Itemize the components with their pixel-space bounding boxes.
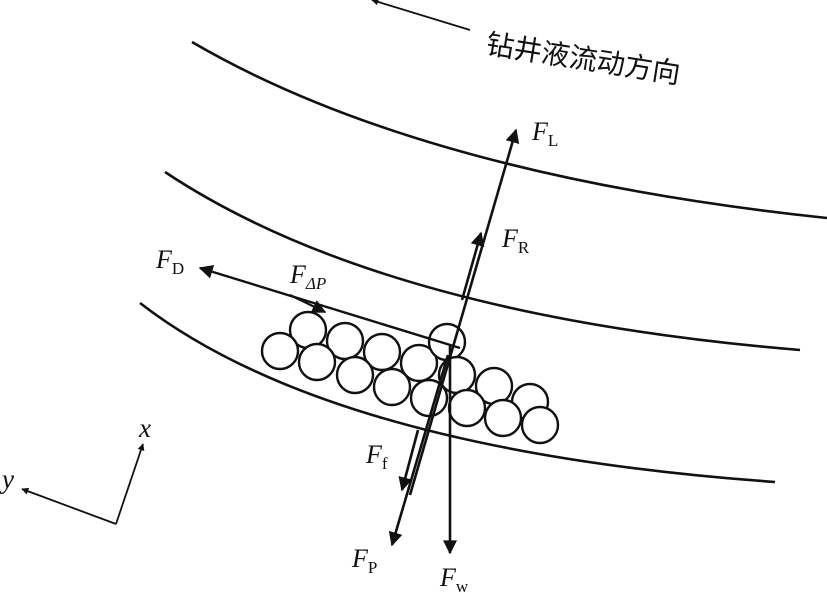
flow-direction-label: 钻井液流动方向	[484, 27, 683, 90]
cutting-particle	[372, 367, 412, 407]
y-axis-label: y	[0, 464, 14, 494]
resultant-force-arrowhead	[460, 231, 485, 301]
weight-force-label: Fw	[439, 563, 469, 596]
cutting-particle	[399, 343, 439, 383]
annulus-inner-curve	[139, 301, 776, 484]
pressure-force-label: FP	[351, 544, 377, 577]
cutting-particle	[335, 355, 375, 395]
cutting-particle	[260, 331, 300, 371]
cutting-particle	[483, 398, 523, 438]
cutting-particle	[297, 342, 337, 382]
cutting-particle	[362, 332, 402, 372]
annulus-middle-curve	[164, 170, 801, 352]
friction-force-arrowhead	[398, 429, 420, 492]
pressure-gradient-force-arrow	[289, 294, 327, 313]
drag-force-arrow	[198, 265, 461, 350]
y-axis-arrow	[21, 487, 117, 525]
annulus-outer-curve	[191, 40, 827, 220]
flow-direction-arrow	[371, 0, 471, 31]
cutting-particle	[427, 322, 467, 362]
drag-force-label: FD	[155, 245, 184, 278]
pressure-force-arrow	[388, 354, 450, 547]
x-axis-label: x	[138, 413, 151, 443]
cutting-particle	[447, 388, 487, 428]
pressure-gradient-force-label: FΔP	[289, 260, 326, 293]
resultant-force-label: FR	[501, 224, 530, 257]
friction-force-label: Ff	[365, 440, 388, 473]
cutting-particle	[520, 405, 560, 445]
lift-resultant-force-arrow	[408, 128, 520, 496]
x-axis-arrow	[115, 443, 145, 525]
lift-force-label: FL	[531, 117, 558, 150]
